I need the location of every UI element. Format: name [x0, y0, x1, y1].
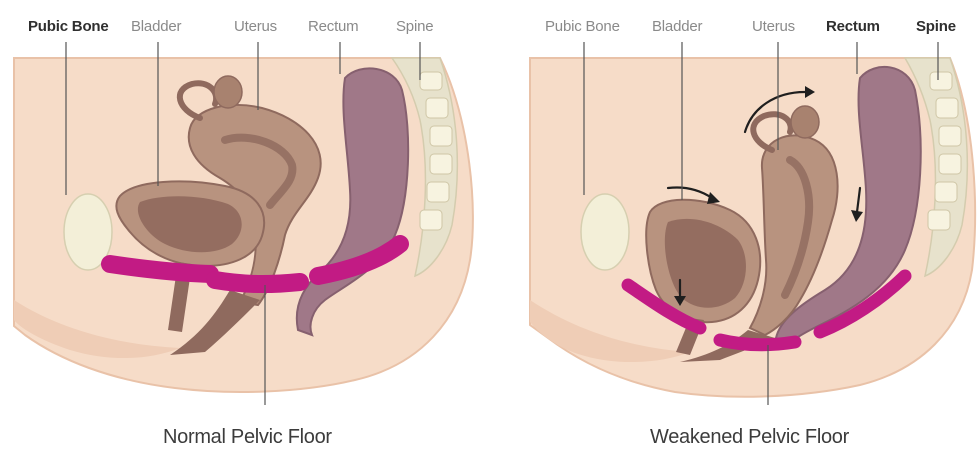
- weakened-vertebra: [939, 154, 961, 174]
- weakened-vertebra: [936, 98, 958, 118]
- weakened-vertebra: [930, 72, 952, 90]
- normal-vertebra: [430, 126, 452, 146]
- label-rectum-normal: Rectum: [308, 18, 358, 35]
- label-pubic-bone-weakened: Pubic Bone: [545, 18, 620, 35]
- weakened-vertebra: [939, 126, 961, 146]
- normal-vertebra: [420, 210, 442, 230]
- weakened-pubic-bone: [581, 194, 629, 270]
- label-spine-normal: Spine: [396, 18, 433, 35]
- label-uterus-normal: Uterus: [234, 18, 277, 35]
- label-bladder-normal: Bladder: [131, 18, 181, 35]
- normal-vertebra: [420, 72, 442, 90]
- normal-vertebra: [426, 98, 448, 118]
- normal-vertebra: [427, 182, 449, 202]
- label-spine-weakened: Spine: [916, 18, 956, 35]
- weakened-vertebra: [935, 182, 957, 202]
- caption-normal: Normal Pelvic Floor: [163, 426, 332, 449]
- label-rectum-weakened: Rectum: [826, 18, 880, 35]
- caption-weakened: Weakened Pelvic Floor: [650, 426, 849, 449]
- label-uterus-weakened: Uterus: [752, 18, 795, 35]
- normal-panel: [14, 42, 473, 405]
- label-pubic-bone-normal: Pubic Bone: [28, 18, 109, 35]
- normal-ovary: [214, 76, 242, 108]
- weakened-panel: [530, 42, 975, 405]
- weakened-ovary: [791, 106, 819, 138]
- normal-vertebra: [430, 154, 452, 174]
- weakened-vertebra: [928, 210, 950, 230]
- label-bladder-weakened: Bladder: [652, 18, 702, 35]
